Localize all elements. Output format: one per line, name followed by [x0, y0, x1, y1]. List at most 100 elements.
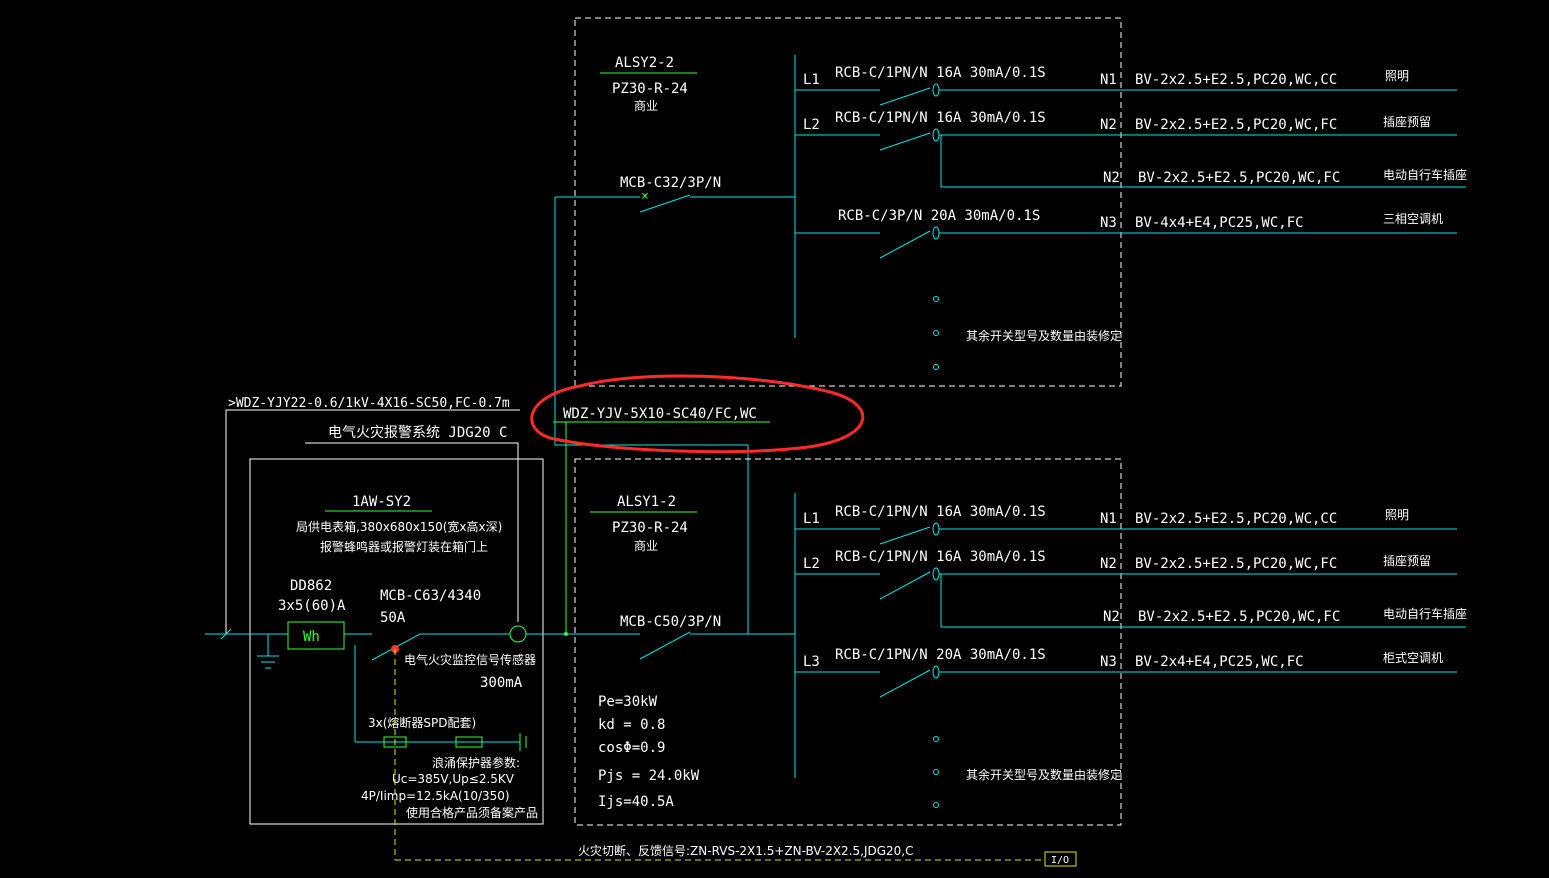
upper-panel-note: 其余开关型号及数量由装修定 — [966, 328, 1122, 343]
lower-phase-l2: L2 — [803, 556, 820, 572]
upper-phase-l1: L1 — [803, 72, 820, 88]
meter-box-desc2: 报警蜂鸣器或报警灯装在箱门上 — [320, 539, 488, 554]
calc-pe: Pe=30kW — [598, 694, 658, 710]
current-transformer-icon — [509, 625, 527, 643]
upper-panel: ALSY2-2 PZ30-R-24 商业 × MCB-C32/3P/N L1 R… — [555, 17, 1467, 387]
lower-main-breaker-label: MCB-C50/3P/N — [620, 614, 721, 630]
lower-c4-load: 柜式空调机 — [1383, 651, 1443, 665]
meter-box-desc1: 局供电表箱,380x680x150(宽x高x深) — [296, 519, 502, 534]
upper-main-breaker-contact — [639, 194, 691, 213]
upper-c3-circuit: N2 — [1103, 170, 1120, 186]
lower-c1-circuit: N1 — [1100, 511, 1117, 527]
upper-panel-name: ALSY2-2 — [615, 55, 674, 71]
upper-c4-load: 三相空调机 — [1383, 212, 1443, 226]
meter-rating: 3x5(60)A — [278, 598, 346, 614]
lower-c2-circuit: N2 — [1100, 556, 1117, 572]
meter-box-breaker: MCB-C63/4340 — [380, 588, 481, 604]
lower-c2-cable: BV-2x2.5+E2.5,PC20,WC,FC — [1135, 556, 1337, 572]
upper-c2-breaker: RCB-C/1PN/N 16A 30mA/0.1S — [835, 110, 1046, 126]
lower-phase-l1: L1 — [803, 511, 820, 527]
upper-c4-cable: BV-4x4+E4,PC25,WC,FC — [1135, 215, 1304, 231]
kwh-meter — [287, 621, 345, 650]
fire-alarm-label: 电气火灾报警系统 JDG20 C — [328, 424, 507, 441]
lower-c2-breaker: RCB-C/1PN/N 16A 30mA/0.1S — [835, 549, 1046, 565]
upper-phase-l2: L2 — [803, 117, 820, 133]
upper-c2-circuit: N2 — [1100, 117, 1117, 133]
meter-model: DD862 — [290, 578, 332, 594]
lower-c2-rcd — [932, 567, 940, 581]
lower-c3-load: 电动自行车插座 — [1383, 606, 1467, 621]
main-line-tick — [220, 628, 232, 640]
incoming-cable-label: >WDZ-YJY22-0.6/1kV-4X16-SC50,FC-0.7m — [228, 396, 510, 411]
upper-c1-load: 照明 — [1385, 69, 1409, 83]
spd-param-title: 浪涌保护器参数: — [432, 755, 520, 770]
lower-c4-rcd — [932, 665, 940, 679]
upper-c3-cable: BV-2x2.5+E2.5,PC20,WC,FC — [1138, 170, 1340, 186]
lower-c4-cable: BV-2x4+E4,PC25,WC,FC — [1135, 654, 1304, 670]
io-label: I/O — [1051, 855, 1069, 866]
meter-box-name: 1AW-SY2 — [352, 494, 411, 510]
upper-c1-rcd — [932, 83, 940, 97]
upper-c4-contact — [879, 230, 931, 259]
upper-c2-load: 插座预留 — [1383, 114, 1431, 129]
upper-c1-contact — [879, 87, 931, 106]
lower-c1-contact — [879, 526, 931, 545]
lower-dot-3 — [933, 802, 939, 808]
lower-dot-1 — [933, 736, 939, 742]
upper-dot-3 — [933, 364, 939, 370]
lower-c4-breaker: RCB-C/1PN/N 20A 30mA/0.1S — [835, 647, 1046, 663]
upper-c2-cable: BV-2x2.5+E2.5,PC20,WC,FC — [1135, 117, 1337, 133]
upper-c4-breaker: RCB-C/3P/N 20A 30mA/0.1S — [838, 208, 1040, 224]
feeder-cable-label: WDZ-YJV-5X10-SC40/FC,WC — [563, 406, 757, 422]
upper-panel-border — [574, 17, 1122, 387]
spd-surge-icon — [455, 736, 483, 748]
kwh-meter-symbol: Wh — [303, 629, 320, 645]
spd-param-1: Uc=385V,Up≤2.5KV — [392, 772, 515, 786]
lower-c1-rcd — [932, 522, 940, 536]
fire-signal-label: 火灾切断、反馈信号:ZN-RVS-2X1.5+ZN-BV-2X2.5,JDG20… — [578, 843, 914, 858]
lower-panel: ALSY1-2 PZ30-R-24 商业 MCB-C50/3P/N L1 RCB… — [545, 458, 1467, 826]
lower-c1-breaker: RCB-C/1PN/N 16A 30mA/0.1S — [835, 504, 1046, 520]
lower-c1-load: 照明 — [1385, 508, 1409, 522]
lower-dot-2 — [933, 769, 939, 775]
meter-box-breaker-rating: 50A — [380, 610, 406, 626]
calc-cos: cosΦ=0.9 — [598, 740, 665, 756]
upper-main-breaker-label: MCB-C32/3P/N — [620, 175, 721, 191]
lower-c2-load: 插座预留 — [1383, 553, 1431, 568]
upper-c1-breaker: RCB-C/1PN/N 16A 30mA/0.1S — [835, 65, 1046, 81]
highlight-circle — [530, 374, 865, 454]
upper-panel-usage: 商业 — [634, 98, 658, 113]
lower-panel-model: PZ30-R-24 — [612, 520, 688, 536]
meter-box: >WDZ-YJY22-0.6/1kV-4X16-SC50,FC-0.7m 电气火… — [205, 396, 545, 825]
lower-panel-name: ALSY1-2 — [617, 494, 676, 510]
upper-c2-contact — [879, 132, 931, 151]
sensor-rating: 300mA — [480, 675, 523, 691]
lower-main-breaker-contact — [639, 631, 691, 660]
upper-dot-2 — [933, 330, 939, 336]
upper-c1-cable: BV-2x2.5+E2.5,PC20,WC,CC — [1135, 72, 1337, 88]
calc-kd: kd = 0.8 — [598, 717, 665, 733]
lower-c1-cable: BV-2x2.5+E2.5,PC20,WC,CC — [1135, 511, 1337, 527]
sensor-label: 电气火灾监控信号传感器 — [404, 652, 536, 667]
calc-pjs: Pjs = 24.0kW — [598, 768, 700, 784]
lower-junction — [564, 632, 568, 636]
upper-c2-rcd — [932, 128, 940, 142]
lower-panel-usage: 商业 — [634, 538, 658, 553]
spd-label: 3x(熔断器SPD配套) — [368, 715, 476, 730]
calc-ijs: Ijs=40.5A — [598, 794, 674, 810]
lower-panel-note: 其余开关型号及数量由装修定 — [966, 767, 1122, 782]
upper-main-breaker-x: × — [641, 189, 649, 204]
meter-box-border — [249, 458, 544, 825]
spd-param-2: 4P/Iimp=12.5kA(10/350) — [361, 789, 510, 803]
lower-c3-circuit: N2 — [1103, 609, 1120, 625]
feeder: WDZ-YJV-5X10-SC40/FC,WC — [530, 197, 865, 634]
lower-c3-cable: BV-2x2.5+E2.5,PC20,WC,FC — [1138, 609, 1340, 625]
upper-c1-circuit: N1 — [1100, 72, 1117, 88]
lower-c2-contact — [879, 571, 931, 600]
spd-param-3: 使用合格产品须备案产品 — [406, 805, 538, 820]
upper-c4-circuit: N3 — [1100, 215, 1117, 231]
spd-fuse-icon — [383, 736, 407, 748]
upper-c3-load: 电动自行车插座 — [1383, 167, 1467, 182]
lower-panel-border — [574, 458, 1122, 826]
